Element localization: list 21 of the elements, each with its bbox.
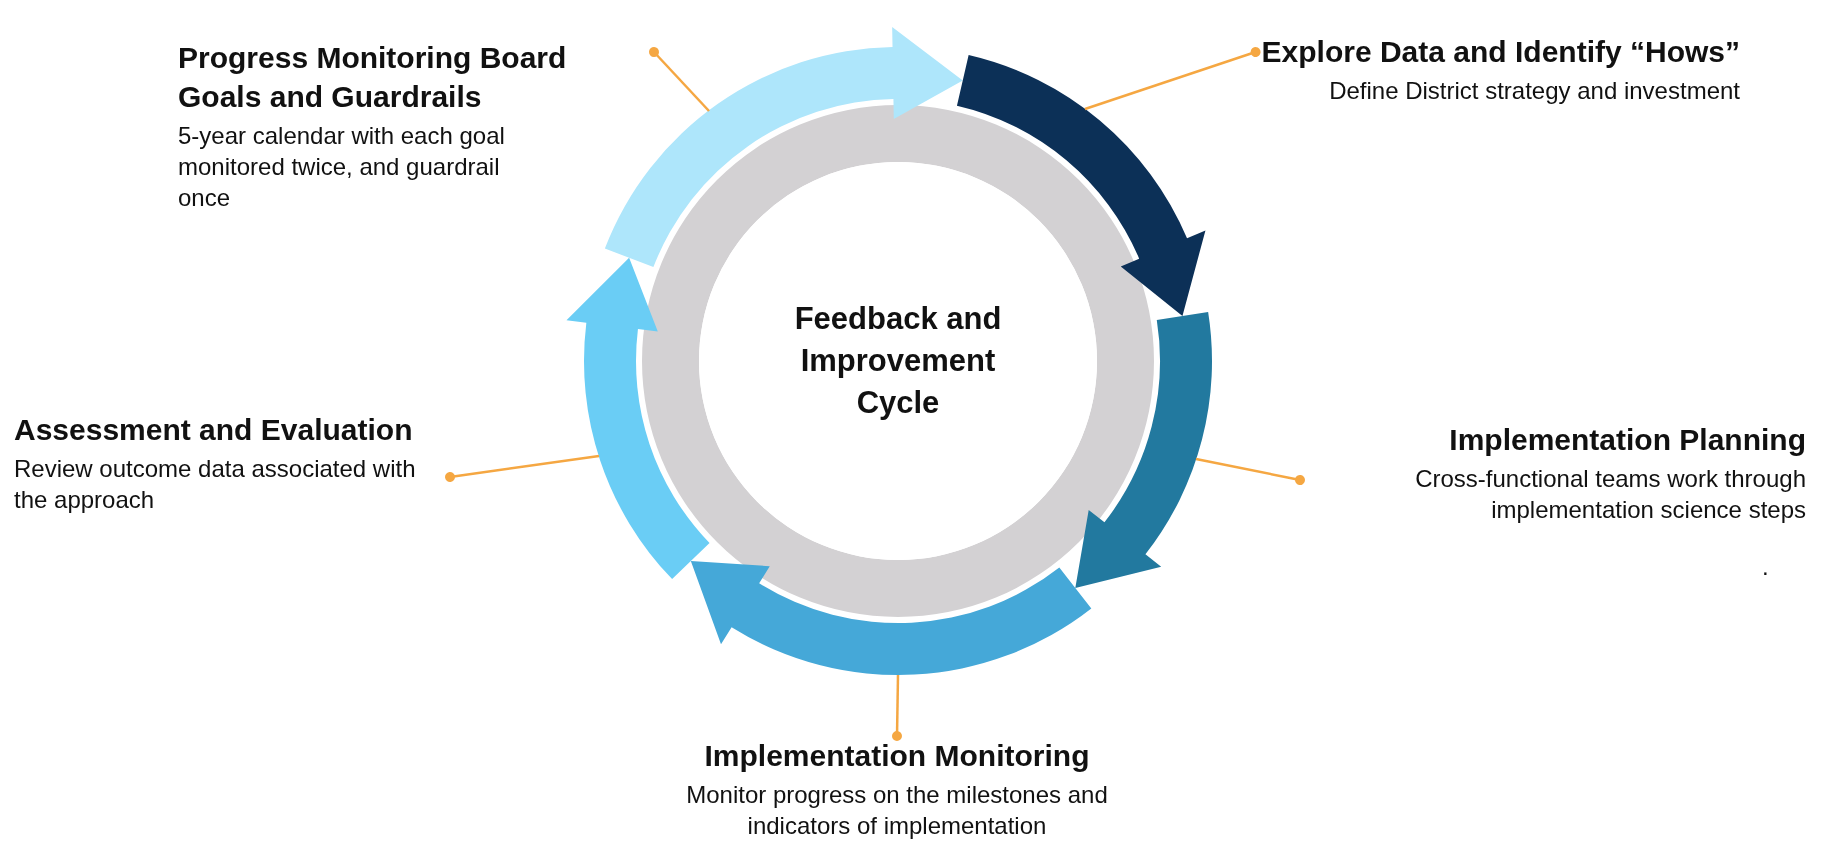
step-heading: Explore Data and Identify “Hows” xyxy=(1261,34,1740,70)
step-heading: Progress Monitoring Board Goals and Guardrails xyxy=(178,40,568,115)
arrow-segment xyxy=(604,27,963,268)
leader-line xyxy=(892,674,902,741)
leader-line xyxy=(649,47,710,112)
step-heading: Implementation Planning xyxy=(1449,422,1806,458)
leader-line xyxy=(1195,457,1305,485)
cycle-title: Feedback and Improvement Cycle xyxy=(793,300,1003,422)
note-text: . xyxy=(1762,553,1769,581)
arrow-segment xyxy=(1075,311,1212,588)
arrow-segment xyxy=(690,561,1092,675)
step-description: 5-year calendar with each goal monitored twice, and guardrail once xyxy=(178,121,506,214)
arrow-segment xyxy=(566,257,710,580)
step-description: Review outcome data associated with the approach xyxy=(14,454,417,516)
step-description: Define District strategy and investment xyxy=(1329,76,1740,106)
step-heading: Assessment and Evaluation xyxy=(14,412,413,448)
step-description: Monitor progress on the milestones and indicators of implementation xyxy=(685,780,1109,842)
step-heading: Implementation Monitoring xyxy=(704,738,1090,774)
step-description: Cross-functional teams work through implementation science steps xyxy=(1414,464,1806,526)
leader-line xyxy=(445,454,600,482)
leader-line xyxy=(1084,47,1261,111)
